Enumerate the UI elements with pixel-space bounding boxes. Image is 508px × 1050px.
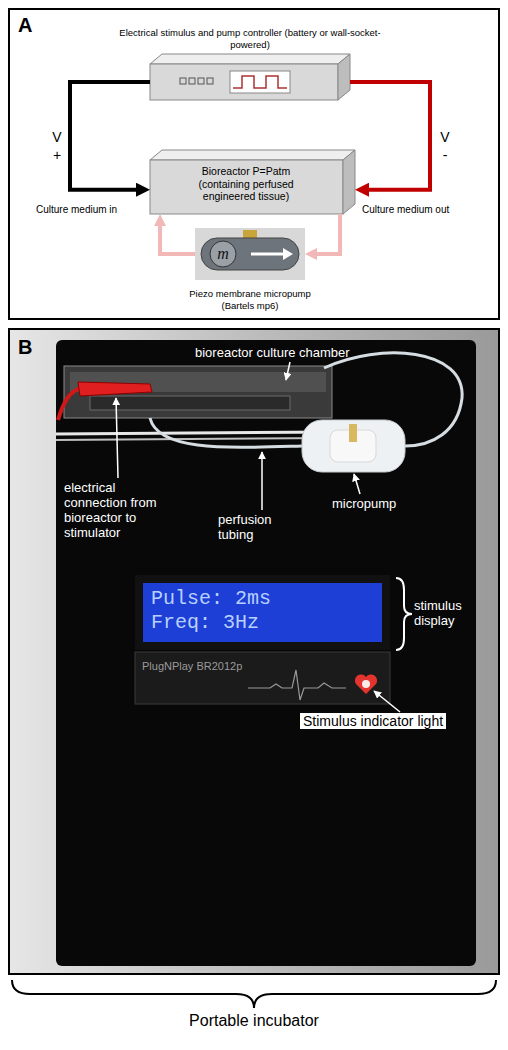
- node-text: A: [18, 14, 32, 37]
- box-side-face: [343, 150, 355, 214]
- indicator-square: [198, 78, 204, 84]
- indicator-square: [207, 78, 213, 84]
- part-label: micropump: [332, 496, 396, 511]
- node-text: Pulse: 2ms: [151, 587, 374, 611]
- nameplate-text: PlugNPlay BR2012p: [142, 660, 242, 672]
- lcd-display: Pulse: 2msFreq: 3Hz: [135, 575, 390, 650]
- white-cable: [56, 432, 334, 434]
- node-text: B: [18, 336, 32, 359]
- node-shape: [150, 54, 350, 100]
- connector: [317, 214, 340, 254]
- node-shape: [195, 228, 305, 280]
- indicator-light: [362, 680, 370, 688]
- connector: [350, 82, 430, 190]
- pulse-waveform: [233, 76, 287, 88]
- box-top-face: [150, 54, 350, 64]
- alligator-clip: [78, 382, 152, 396]
- micropump-icon: Piezo membrane micropump (Bartels mp6): [195, 228, 305, 280]
- nameplate: [135, 652, 390, 704]
- node-text: Freq: 3Hz: [151, 611, 374, 635]
- waveform-screen: [230, 71, 290, 93]
- part-label: stimulus display: [414, 598, 474, 628]
- leader-line: [261, 452, 263, 510]
- bracket-label: Portable incubator: [0, 1012, 508, 1030]
- part-label: perfusion tubing: [218, 512, 298, 542]
- part-label: bioreactor culture chamber: [195, 345, 350, 360]
- panel-box: Pulse: 2msFreq: 3Hz B: [8, 328, 500, 975]
- controller-box: Electrical stimulus and pump controller …: [150, 54, 350, 100]
- culture-chamber: [64, 366, 332, 418]
- leader-line: [374, 691, 400, 712]
- flow-arrowhead: [283, 248, 293, 260]
- perfusion-tube: [150, 418, 302, 447]
- pump-body: [201, 238, 299, 270]
- connector: [70, 82, 150, 190]
- box-front-face: [150, 64, 338, 100]
- part-label: electrical connection from bioreactor to…: [64, 480, 176, 540]
- node-text: Electrical stimulus and pump controller …: [105, 27, 395, 50]
- heart-indicator: [355, 674, 377, 694]
- pump-motor-circle: [210, 241, 236, 267]
- box-side-face: [338, 54, 350, 100]
- node-text: Bioreactor P=Patm (containing perfused e…: [186, 165, 306, 203]
- leader-line: [354, 474, 360, 494]
- connector: [160, 226, 195, 254]
- leader-line: [116, 398, 118, 478]
- part-label: Stimulus indicator light: [300, 713, 446, 729]
- node-text: Piezo membrane micropump (Bartels mp6): [175, 288, 325, 311]
- ecg-trace: [248, 670, 346, 700]
- flow-arrow: [251, 253, 283, 256]
- bioreactor-box: Bioreactor P=Patm (containing perfused e…: [150, 150, 355, 214]
- leader-line: [286, 362, 290, 380]
- curly-bracket: [396, 578, 412, 650]
- pump-icon-background: [195, 228, 305, 280]
- curly-bracket: [12, 980, 496, 1008]
- chamber-well: [90, 396, 290, 410]
- incubator-frame: [10, 330, 498, 973]
- white-cable: [56, 438, 334, 440]
- micropump-connector: [349, 424, 357, 442]
- indicator-square: [180, 78, 186, 84]
- micropump-photo: [302, 420, 405, 472]
- red-wire: [58, 388, 80, 420]
- pump-connector: [243, 230, 257, 238]
- incubator-window: [56, 340, 476, 966]
- box-front-face: [150, 160, 343, 214]
- indicator-square: [189, 78, 195, 84]
- panel-box: Electrical stimulus and pump controller …: [8, 8, 500, 320]
- box-top-face: [150, 150, 355, 160]
